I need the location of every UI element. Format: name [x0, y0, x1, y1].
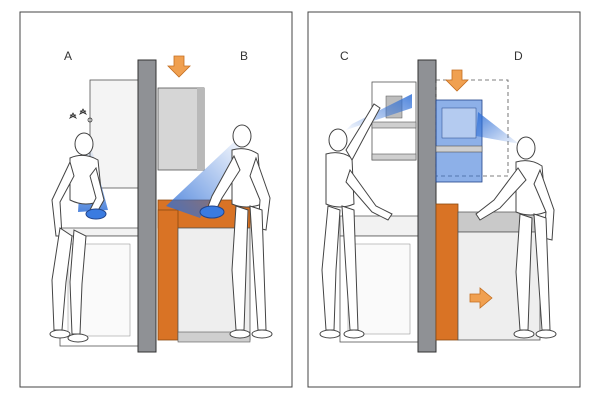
figure-d: [475, 136, 557, 339]
dizzy-stars-icon: [68, 108, 93, 123]
figure-a: [49, 132, 107, 343]
vision-cone-d: [476, 112, 520, 144]
panel-label-a: A: [64, 49, 72, 63]
vision-cone-b: [166, 140, 240, 218]
panel-label-d: D: [514, 49, 523, 63]
figure-c: [319, 103, 393, 339]
cabinet-b-upper: [157, 87, 205, 171]
down-arrow-icon: [167, 55, 191, 78]
right-frame: C D: [307, 11, 581, 388]
panel-label-c: C: [340, 49, 349, 63]
vision-cone-c: [346, 94, 412, 130]
left-frame: A B: [19, 11, 293, 388]
right-arrow-icon: [469, 287, 493, 309]
divider-wall-left: [137, 59, 157, 353]
down-arrow-icon-d: [445, 69, 469, 92]
divider-wall-right: [417, 59, 437, 353]
figure-b: [199, 124, 273, 339]
cabinet-d: [435, 99, 483, 183]
panel-label-b: B: [240, 49, 248, 63]
